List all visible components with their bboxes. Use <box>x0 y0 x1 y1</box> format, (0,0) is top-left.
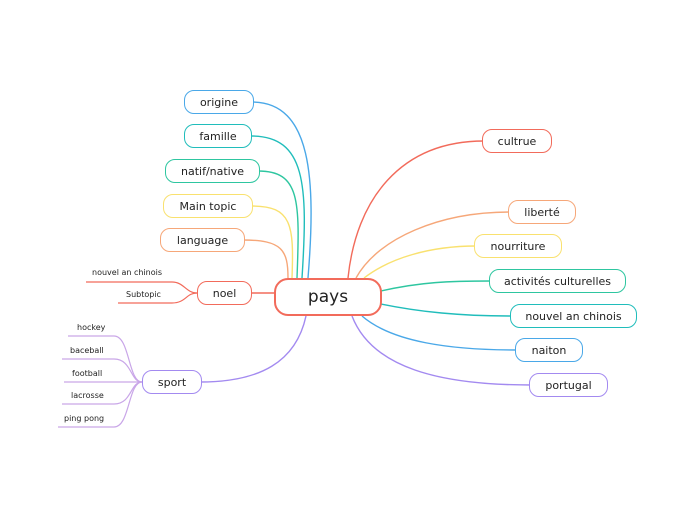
topic-nouvel-an-chinois[interactable]: nouvel an chinois <box>510 304 637 328</box>
topic-portugal[interactable]: portugal <box>529 373 608 397</box>
topic-noel[interactable]: noel <box>197 281 252 305</box>
subtopic-baceball[interactable]: baceball <box>70 346 104 355</box>
connector-natif <box>257 170 299 279</box>
subtopic-football[interactable]: football <box>72 369 103 378</box>
connector-main-topic <box>251 205 294 279</box>
subtopic-subtopic[interactable]: Subtopic <box>126 290 161 299</box>
subtopic-lacrosse[interactable]: lacrosse <box>71 391 104 400</box>
connector-cultrue <box>347 140 485 279</box>
connector-famille <box>250 135 305 279</box>
subtopic-ping-pong[interactable]: ping pong <box>64 414 105 423</box>
subtopic-nouvel-an-chinois[interactable]: nouvel an chinois <box>92 268 163 277</box>
subtopic-hockey[interactable]: hockey <box>77 323 106 332</box>
connector-nourriture <box>363 245 477 279</box>
connector-sport <box>199 315 307 383</box>
topic-sport[interactable]: sport <box>142 370 202 394</box>
connector-noel-nouvel-an <box>86 281 198 294</box>
connector-language <box>242 239 289 279</box>
connector-portugal <box>351 315 532 386</box>
topic-cultrue[interactable]: cultrue <box>482 129 552 153</box>
connector-sport-ping-pong <box>58 381 143 428</box>
central-topic[interactable]: pays <box>274 278 382 316</box>
topic-language[interactable]: language <box>160 228 245 252</box>
topic-famille[interactable]: famille <box>184 124 252 148</box>
topic-nourriture[interactable]: nourriture <box>474 234 562 258</box>
connector-origine <box>251 101 312 279</box>
connector-liberte <box>355 211 511 279</box>
connector-naiton <box>361 315 518 351</box>
topic-natif-native[interactable]: natif/native <box>165 159 260 183</box>
topic-naiton[interactable]: naiton <box>515 338 583 362</box>
topic-origine[interactable]: origine <box>184 90 254 114</box>
connector-activites <box>380 280 492 292</box>
topic-main-topic[interactable]: Main topic <box>163 194 253 218</box>
connector-noel-subtopic <box>118 292 198 304</box>
topic-activites-culturelles[interactable]: activités culturelles <box>489 269 626 293</box>
topic-liberte[interactable]: liberté <box>508 200 576 224</box>
connector-sport-baceball <box>62 358 143 383</box>
connector-nouvel-an-chinois <box>380 303 513 317</box>
